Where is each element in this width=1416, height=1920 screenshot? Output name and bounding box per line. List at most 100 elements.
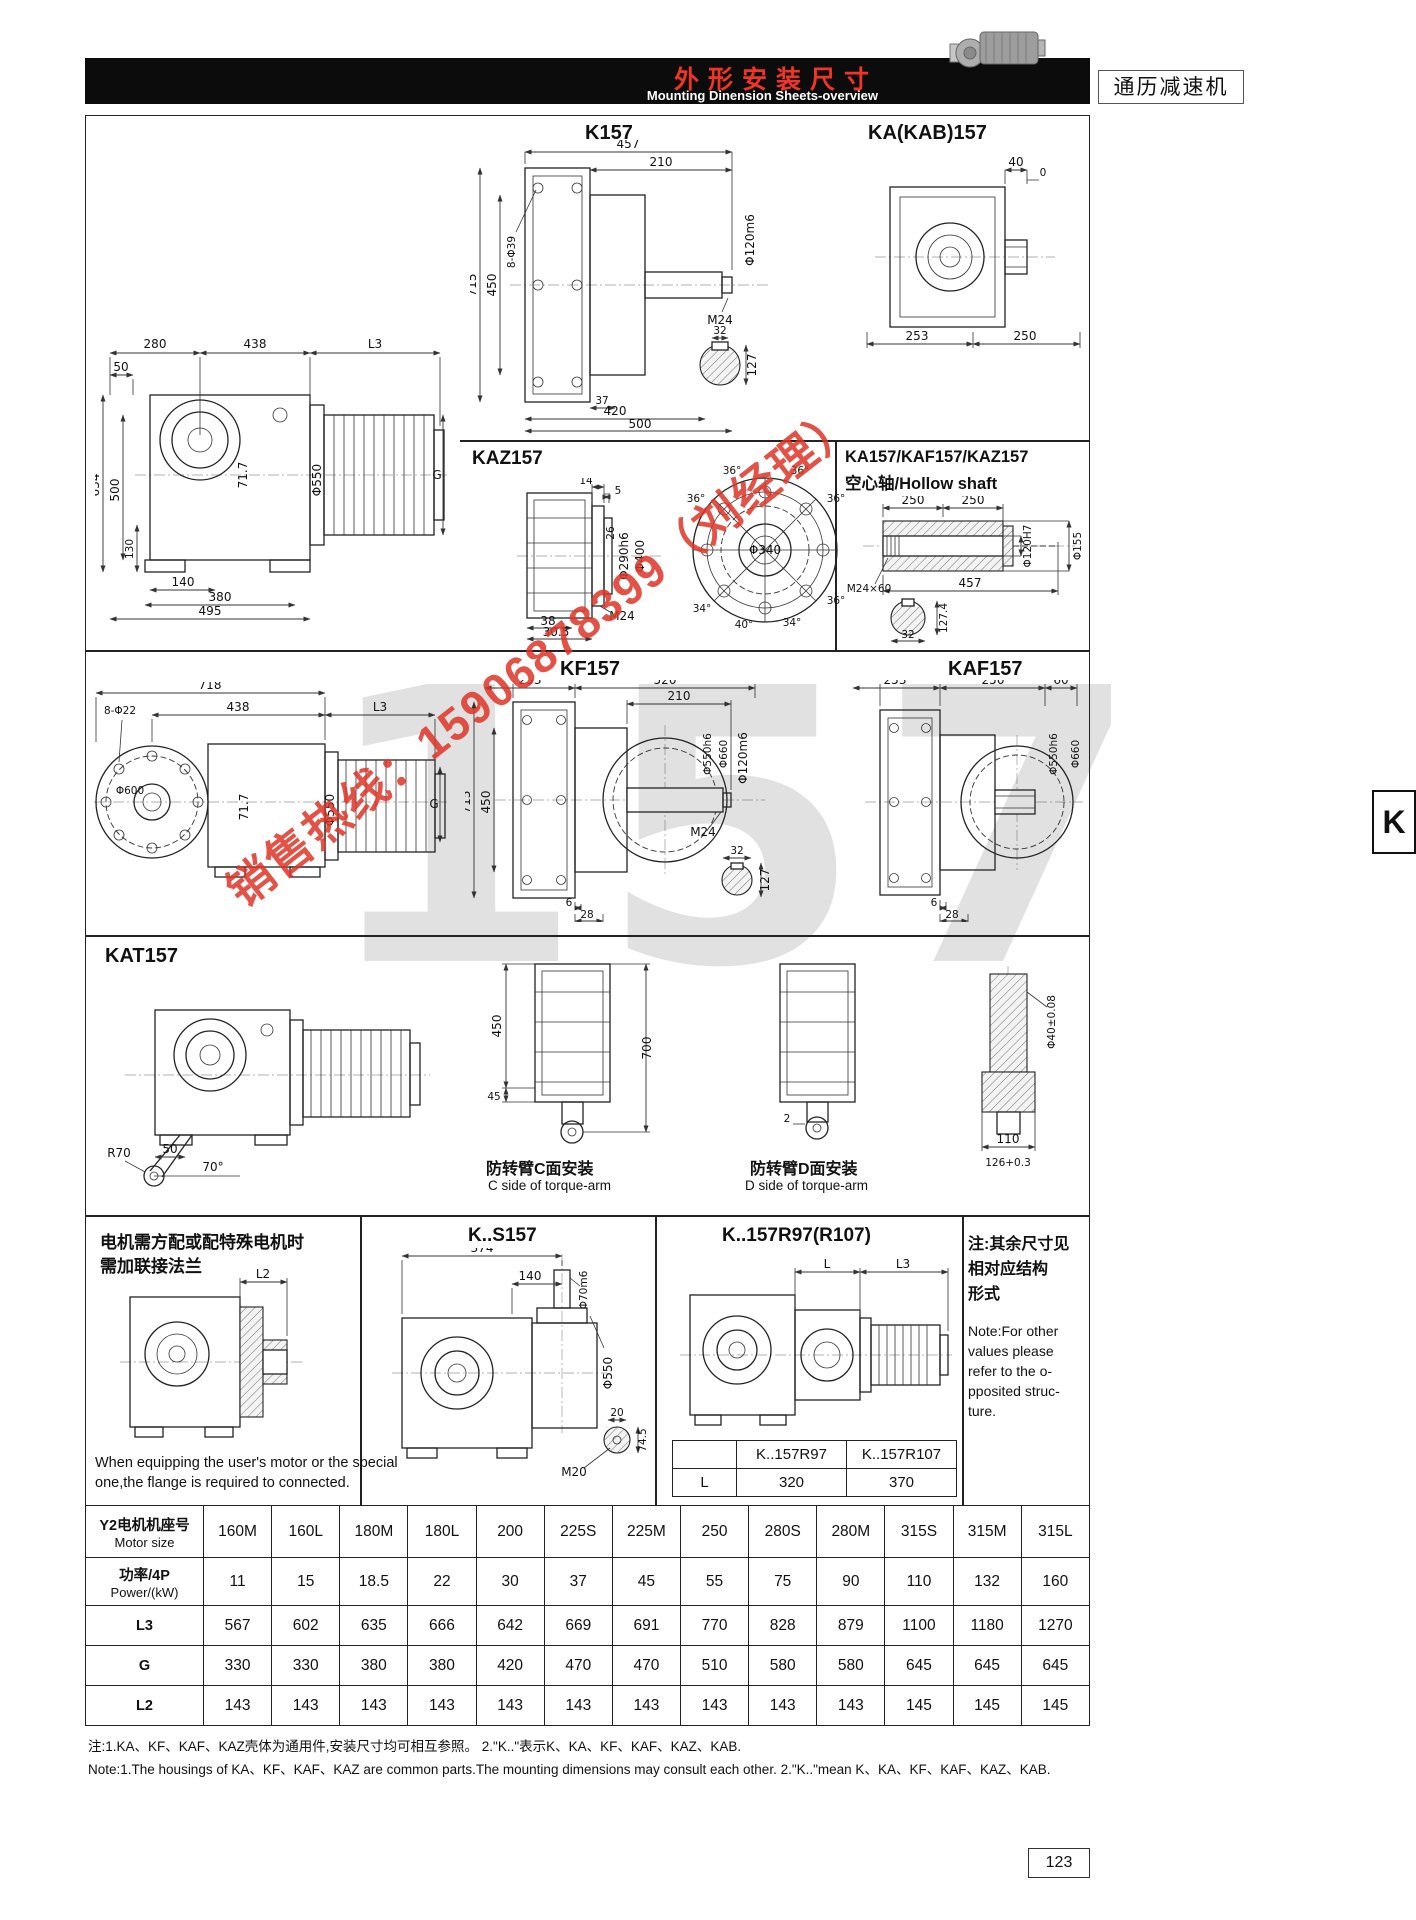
flange-outline [692,477,838,623]
kaf157-dimensions: 253 250 60 Φ550h6 Φ660 6 28 [852,680,1082,922]
kf157-side-dimensions: 718 8-Φ22 438 L3 Φ600 71.7 Φ550 G [95,682,443,843]
dim-label: Φ120m6 [736,732,750,784]
kat157-outline [125,1009,430,1187]
page-title-cn: 外形安装尺寸 [673,66,878,94]
table-cell: 225M [611,1505,681,1558]
row-label: L2 [136,1697,153,1714]
table-cell: 370 [846,1468,957,1497]
dim-label: 110 [997,1132,1020,1146]
dim-label: 495 [199,604,222,618]
table-cell: 15 [271,1557,341,1606]
dim-label: Φ70m6 [578,1270,590,1309]
dim-label: 130 [124,539,136,559]
dim-label: Φ550 [323,794,337,826]
table-cell: 330 [271,1645,341,1686]
row-label: L3 [136,1617,153,1634]
dim-label: 28 [580,909,593,921]
table-cell: 666 [407,1605,477,1646]
table-cell: 567 [202,1605,273,1646]
table-row: K..157R97 K..157R107 [672,1440,957,1469]
kf157-side-outline [94,743,447,878]
dim-label: 718 [199,682,222,692]
side-note-cn-line: 相对应结构 [968,1261,1049,1278]
table-cell: 580 [816,1645,886,1686]
dim-label: L3 [368,337,382,351]
table-cell: 143 [543,1685,613,1726]
dim-label: 250 [1014,329,1037,343]
kr97-drawing: L L3 [680,1257,952,1426]
torque-arm-d-drawing: 2 [779,963,856,1140]
footnote-en: Note:1.The housings of KA、KF、KAF、KAZ are… [88,1762,1051,1777]
kat157-dimensions: 50 R70 70° [107,1142,223,1174]
dim-label: 140 [172,575,195,589]
table-cell: 37 [543,1557,613,1606]
table-cell: 143 [202,1685,273,1726]
table-cell: 635 [339,1605,409,1646]
kaf157-drawing: 253 250 60 Φ550h6 Φ660 6 28 [852,680,1083,922]
dim-label: 8-Φ39 [506,236,518,268]
dim-label: 253 [519,680,542,687]
dim-label: 6 [566,897,573,909]
torque-d-outline [779,963,856,1140]
dim-label: 20 [610,1407,623,1419]
dim-label: M24×60 [847,583,892,595]
dim-label: 250 [962,496,985,507]
table-cell: 602 [271,1605,341,1646]
divider [85,650,1090,652]
table-cell: 642 [475,1605,545,1646]
table-cell: 143 [816,1685,886,1726]
kaf157-outline [865,709,1083,896]
dim-label: 450 [485,274,499,297]
kf157-front-view-drawing: 253 520 210 Φ120m6 715 450 Φ550h6 Φ660 6… [465,680,772,922]
caption-torque-d-en: D side of torque-arm [745,1178,869,1193]
angle-label: 34° [783,617,802,629]
title-hollow-1: KA157/KAF157/KAZ157 [845,448,1029,466]
dim-label: M24 [707,313,733,327]
dim-label: Φ340 [749,543,781,557]
gearbox-photo-art [949,31,1046,68]
dim-label: R70 [107,1146,131,1160]
title-ks157: K..S157 [468,1225,537,1246]
divider [85,935,1090,937]
dim-label: 32 [713,325,726,337]
table-cell: K..157R97 [736,1440,847,1469]
torque-c-dimensions: 450 45 700 [487,963,654,1133]
table-cell: 510 [679,1645,750,1686]
adapter-outline [120,1296,305,1438]
torque-arm-c-drawing: 450 45 700 [487,963,654,1144]
dim-label: 438 [244,337,267,351]
row-label-en: Motor size [114,1534,175,1550]
dim-label: Φ550 [601,1357,615,1389]
table-cell: 645 [1020,1645,1091,1686]
table-cell: 22 [407,1557,477,1606]
table-cell: 470 [611,1645,681,1686]
table-cell: 330 [202,1645,273,1686]
ks157-dimensions: 374 140 Φ70m6 Φ550 M20 20 74.5 [401,1248,649,1479]
dim-label: Φ290h6 [617,532,631,580]
dim-label: Φ550 [310,464,324,496]
dim-label: 420 [604,404,627,418]
table-cell: 145 [1020,1685,1091,1726]
kr97-outline [680,1294,952,1426]
dim-label: 210 [650,155,673,169]
table-cell: 143 [748,1685,818,1726]
dim-label: 28 [945,909,958,921]
dim-label: 700 [640,1037,654,1060]
dim-label: 634 [95,474,102,497]
table-cell: 180L [407,1505,477,1558]
dim-label: 45 [487,1091,500,1103]
dim-label: 14 [579,478,593,487]
divider [835,440,837,650]
dim-label: 500 [629,417,652,431]
dim-label: M20 [561,1465,587,1479]
table-cell: 380 [407,1645,477,1686]
table-row: L2 143 143 143 143 143 143 143 143 143 1… [85,1685,1091,1726]
dim-label: 457 [617,140,640,151]
ka-kab-outline [875,186,1055,328]
angle-label: 36° [723,465,742,477]
dim-label: Φ550h6 [1048,733,1060,775]
